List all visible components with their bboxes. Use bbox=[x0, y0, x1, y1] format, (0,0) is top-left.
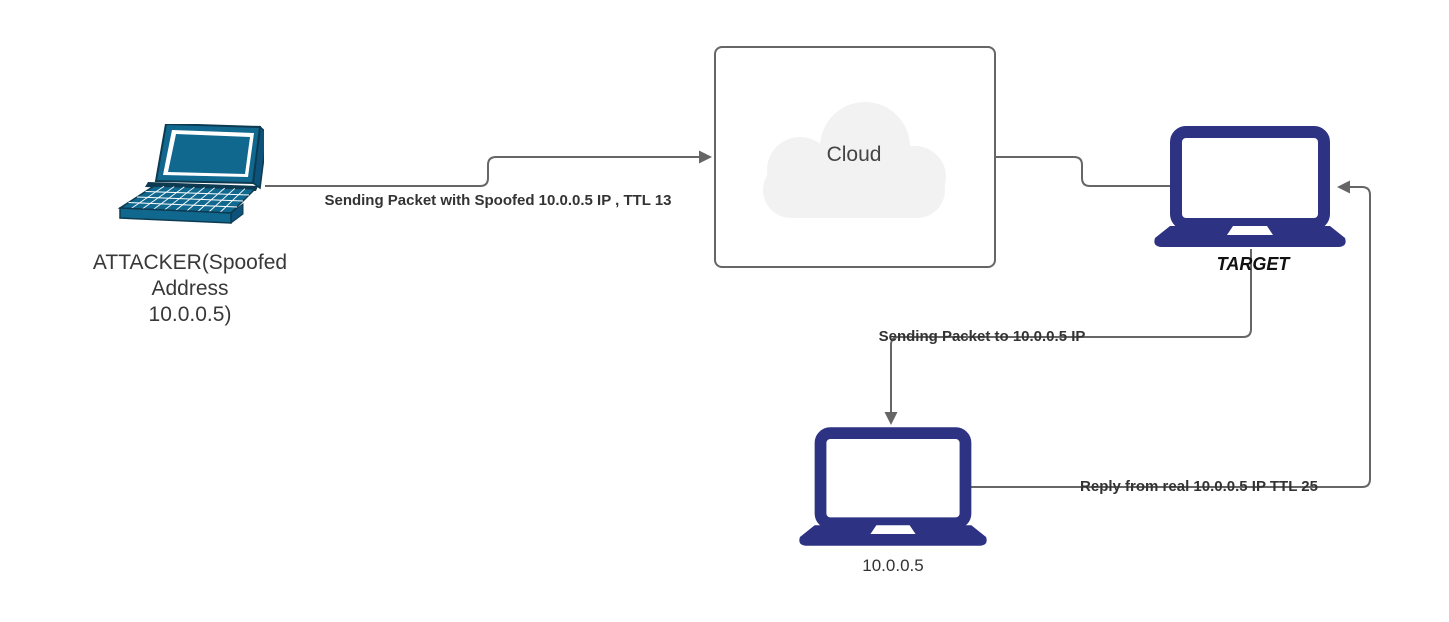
attacker-label-line3: 10.0.0.5) bbox=[148, 303, 232, 326]
edge-attacker-to-cloud bbox=[265, 156, 699, 187]
edge-target-to-host bbox=[890, 249, 1252, 412]
edge-label-spoofed-packet: Sending Packet with Spoofed 10.0.0.5 IP … bbox=[324, 192, 672, 209]
cloud-node bbox=[714, 46, 996, 268]
target-node-label: TARGET bbox=[1216, 254, 1290, 274]
real-host-node-label: 10.0.0.5 bbox=[862, 556, 924, 575]
real-host-laptop-icon bbox=[798, 427, 988, 547]
attacker-laptop-icon bbox=[112, 124, 264, 232]
cloud-icon bbox=[763, 102, 946, 218]
attacker-label-line2: Address bbox=[151, 277, 229, 300]
target-laptop-icon bbox=[1153, 126, 1347, 248]
attacker-node-label: ATTACKER(Spoofed Address 10.0.0.5) bbox=[75, 250, 305, 328]
arrowhead-into-target bbox=[1337, 180, 1350, 194]
edge-host-to-target bbox=[969, 186, 1371, 488]
edge-label-reply-from-host: Reply from real 10.0.0.5 IP TTL 25 bbox=[1080, 478, 1318, 495]
edge-cloud-to-target bbox=[996, 156, 1170, 187]
arrowhead-into-cloud bbox=[699, 150, 712, 164]
edge-label-sending-to-host: Sending Packet to 10.0.0.5 IP bbox=[878, 328, 1086, 345]
cloud-node-label: Cloud bbox=[826, 143, 882, 166]
arrowhead-into-host bbox=[884, 412, 898, 425]
attacker-label-line1: ATTACKER(Spoofed bbox=[92, 251, 288, 274]
